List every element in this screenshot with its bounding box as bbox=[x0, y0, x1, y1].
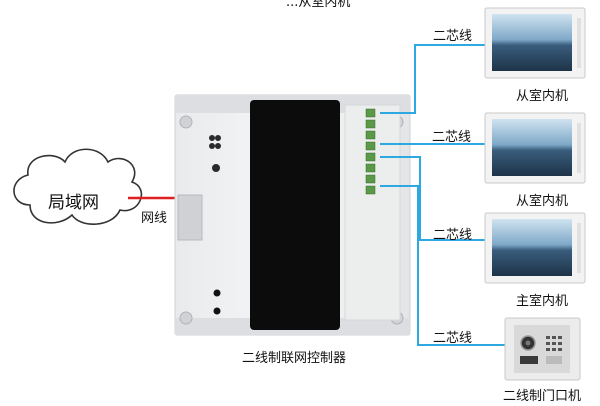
wire-label-2: 二芯线 bbox=[432, 130, 472, 145]
indoor-monitor-2 bbox=[484, 112, 586, 184]
wire-label-1: 二芯线 bbox=[433, 29, 473, 44]
device-label-3: 主室内机 bbox=[516, 294, 569, 309]
device-label-2: 从室内机 bbox=[516, 194, 569, 209]
indoor-monitor-master bbox=[484, 212, 586, 284]
wire-label-3: 二芯线 bbox=[433, 228, 473, 243]
top-partial-label: ...从室内机 bbox=[286, 0, 351, 10]
controller-label: 二线制联网控制器 bbox=[242, 351, 347, 366]
device-label-4: 二线制门口机 bbox=[503, 389, 582, 404]
lan-label: 局域网 bbox=[48, 193, 99, 213]
wire-label-4: 二芯线 bbox=[433, 331, 473, 346]
controller-device bbox=[174, 94, 411, 336]
two-core-wires bbox=[380, 44, 505, 346]
door-station bbox=[504, 317, 581, 381]
indoor-monitor-1 bbox=[484, 7, 586, 79]
device-label-1: 从室内机 bbox=[516, 89, 569, 104]
lan-cable-label: 网线 bbox=[141, 211, 168, 226]
lan-cloud bbox=[13, 148, 143, 225]
